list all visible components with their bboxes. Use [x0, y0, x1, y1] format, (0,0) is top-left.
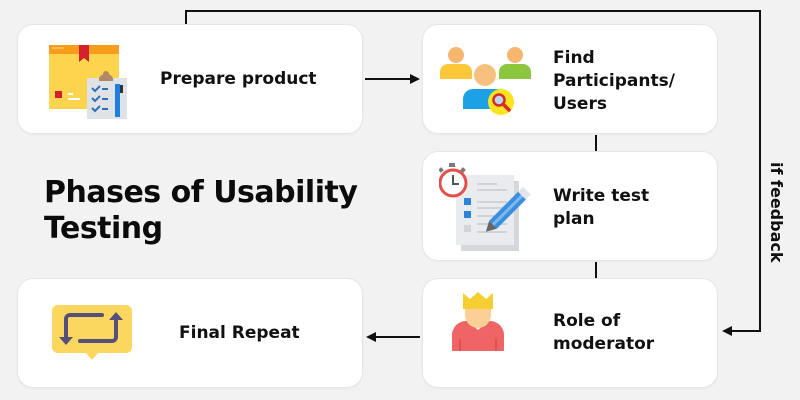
- users-search-icon: [439, 39, 534, 124]
- step-label: Role of moderator: [553, 311, 655, 354]
- step-label: Final Repeat: [179, 323, 300, 343]
- step-card-final-repeat: Final Repeat: [17, 278, 363, 388]
- repeat-loop-icon: [50, 303, 134, 368]
- step-label: Write test plan: [553, 186, 650, 229]
- feedback-label: if feedback: [767, 162, 786, 263]
- diagram-title: Phases of Usability Testing: [44, 175, 358, 247]
- step-card-prepare-product: Prepare product: [17, 24, 363, 134]
- moderator-crown-icon: [445, 289, 525, 374]
- step-label: Find Participants/ Users: [553, 48, 675, 114]
- title-line-1: Phases of Usability: [44, 175, 358, 210]
- test-plan-pencil-icon: [438, 163, 534, 258]
- step-card-role-of-moderator: Role of moderator: [422, 278, 718, 388]
- package-checklist-icon: [46, 39, 136, 126]
- step-card-write-test-plan: Write test plan: [422, 151, 718, 261]
- title-line-2: Testing: [44, 211, 163, 246]
- step-card-find-participants: Find Participants/ Users: [422, 24, 718, 134]
- step-label: Prepare product: [160, 69, 317, 89]
